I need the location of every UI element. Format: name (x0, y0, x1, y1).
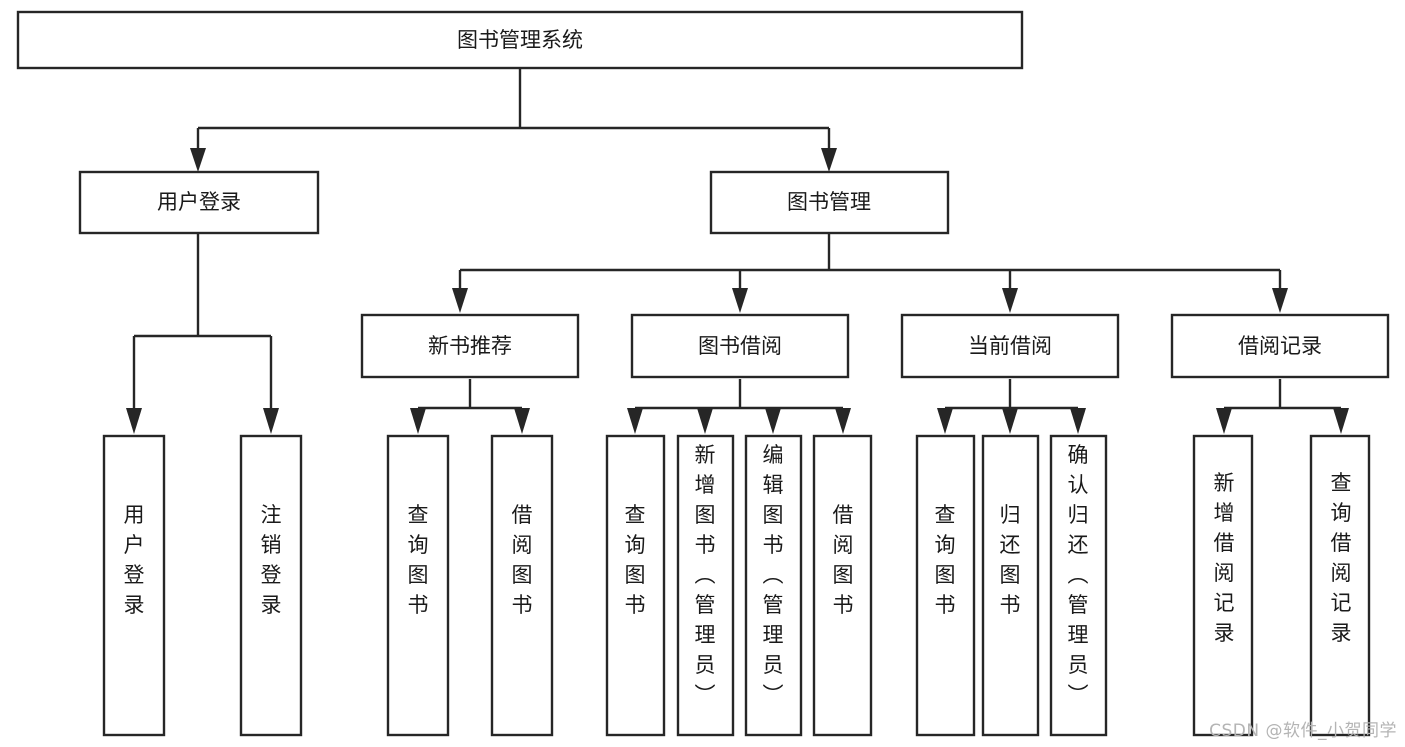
arrow-head-leaf-return-book (1002, 408, 1018, 434)
node-leaf-user-login-label: 用户登录 (124, 503, 145, 617)
node-current-borrow-box[interactable] (900, 313, 1120, 379)
node-leaf-query-book-3-label: 查询图书 (935, 503, 956, 617)
node-leaf-confirm-return-label: 确认归还︵管理员︶ (1068, 443, 1089, 707)
node-leaf-borrow-book-2-label: 借阅图书 (833, 503, 854, 617)
connector-group (126, 68, 1349, 434)
node-book-manage-label: 图书管理 (787, 190, 871, 214)
node-leaf-confirm-return-box[interactable] (1049, 434, 1108, 737)
arrow-head-current-borrow (1002, 288, 1018, 313)
node-leaf-add-record[interactable]: 新增借阅记录 (1192, 434, 1254, 737)
node-book-manage-box[interactable] (709, 170, 950, 235)
node-root-box[interactable] (16, 10, 1024, 70)
arrow-head-leaf-query-book-2 (627, 408, 643, 434)
node-borrow-record-box[interactable] (1170, 313, 1390, 379)
node-leaf-query-record-box[interactable] (1309, 434, 1371, 737)
node-new-book-recommend[interactable]: 新书推荐 (360, 313, 580, 379)
node-leaf-query-book-1[interactable]: 查询图书 (386, 434, 450, 737)
arrow-head-new-book-recommend (452, 288, 468, 313)
node-root[interactable]: 图书管理系统 (16, 10, 1024, 70)
node-leaf-query-record-label: 查询借阅记录 (1331, 471, 1352, 645)
node-leaf-return-book[interactable]: 归还图书 (981, 434, 1040, 737)
arrow-head-book-manage (821, 148, 837, 172)
node-leaf-borrow-book-1-label: 借阅图书 (512, 503, 533, 617)
node-user-login-box[interactable] (78, 170, 320, 235)
arrow-head-leaf-borrow-book-1 (514, 408, 530, 434)
node-leaf-borrow-book-1-box[interactable] (490, 434, 554, 737)
node-leaf-query-book-3[interactable]: 查询图书 (915, 434, 976, 737)
node-borrow-record[interactable]: 借阅记录 (1170, 313, 1390, 379)
node-leaf-borrow-book-2-box[interactable] (812, 434, 873, 737)
csdn-watermark: CSDN @软件_小贺同学 (1209, 721, 1397, 741)
node-book-borrow[interactable]: 图书借阅 (630, 313, 850, 379)
node-leaf-add-book-box[interactable] (676, 434, 735, 737)
arrow-head-leaf-query-book-1 (410, 408, 426, 434)
node-leaf-add-book-label: 新增图书︵管理员︶ (695, 443, 716, 707)
node-borrow-record-label: 借阅记录 (1238, 334, 1322, 358)
node-leaf-query-book-1-box[interactable] (386, 434, 450, 737)
node-leaf-query-book-2-label: 查询图书 (625, 503, 646, 617)
arrow-head-borrow-record (1272, 288, 1288, 313)
arrow-head-leaf-add-book (697, 408, 713, 434)
arrow-head-leaf-user-login (126, 408, 142, 434)
node-new-book-recommend-box[interactable] (360, 313, 580, 379)
node-leaf-confirm-return[interactable]: 确认归还︵管理员︶ (1049, 434, 1108, 737)
node-leaf-add-record-label: 新增借阅记录 (1214, 471, 1235, 645)
node-leaf-borrow-book-2[interactable]: 借阅图书 (812, 434, 873, 737)
node-leaf-edit-book[interactable]: 编辑图书︵管理员︶ (744, 434, 803, 737)
node-leaf-user-login-box[interactable] (102, 434, 166, 737)
node-current-borrow-label: 当前借阅 (968, 334, 1052, 358)
node-leaf-query-record[interactable]: 查询借阅记录 (1309, 434, 1371, 737)
node-leaf-edit-book-box[interactable] (744, 434, 803, 737)
arrow-head-leaf-edit-book (765, 408, 781, 434)
node-leaf-query-book-1-label: 查询图书 (408, 503, 429, 617)
arrow-head-leaf-query-book-3 (937, 408, 953, 434)
node-leaf-return-book-box[interactable] (981, 434, 1040, 737)
node-leaf-query-book-2-box[interactable] (605, 434, 666, 737)
node-user-login-label: 用户登录 (157, 190, 241, 214)
node-leaf-user-logout[interactable]: 注销登录 (239, 434, 303, 737)
node-user-login[interactable]: 用户登录 (78, 170, 320, 235)
arrow-head-book-borrow (732, 288, 748, 313)
arrow-head-user-login (190, 148, 206, 172)
node-new-book-recommend-label: 新书推荐 (428, 334, 512, 358)
node-book-manage[interactable]: 图书管理 (709, 170, 950, 235)
node-leaf-borrow-book-1[interactable]: 借阅图书 (490, 434, 554, 737)
arrow-head-leaf-user-logout (263, 408, 279, 434)
arrow-head-leaf-add-record (1216, 408, 1232, 434)
node-root-label: 图书管理系统 (457, 28, 583, 52)
arrow-head-leaf-query-record (1333, 408, 1349, 434)
node-book-borrow-label: 图书借阅 (698, 334, 782, 358)
node-leaf-edit-book-label: 编辑图书︵管理员︶ (763, 443, 784, 707)
arrow-head-leaf-confirm-return (1070, 408, 1086, 434)
node-leaf-add-record-box[interactable] (1192, 434, 1254, 737)
node-leaf-user-logout-label: 注销登录 (261, 503, 282, 617)
node-leaf-add-book[interactable]: 新增图书︵管理员︶ (676, 434, 735, 737)
node-leaf-user-login[interactable]: 用户登录 (102, 434, 166, 737)
node-leaf-user-logout-box[interactable] (239, 434, 303, 737)
node-book-borrow-box[interactable] (630, 313, 850, 379)
node-current-borrow[interactable]: 当前借阅 (900, 313, 1120, 379)
node-leaf-query-book-2[interactable]: 查询图书 (605, 434, 666, 737)
node-leaf-return-book-label: 归还图书 (1000, 503, 1021, 617)
node-leaf-query-book-3-box[interactable] (915, 434, 976, 737)
arrow-head-leaf-borrow-book-2 (835, 408, 851, 434)
